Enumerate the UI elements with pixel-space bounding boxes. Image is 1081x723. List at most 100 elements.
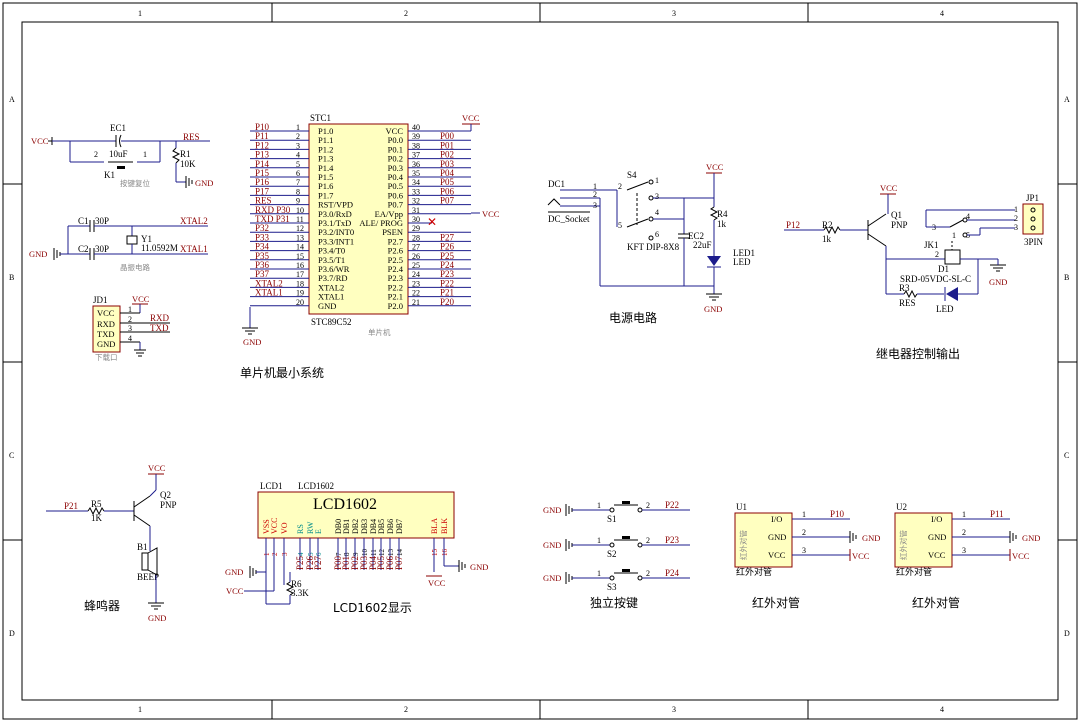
mcu-left-pin-name: XTAL1 bbox=[318, 292, 344, 302]
r5-ref: R5 bbox=[91, 499, 102, 509]
zone-row-d-right: D bbox=[1064, 629, 1070, 638]
mcu-left-pin-num: 3 bbox=[296, 141, 300, 150]
lcd-pin-name: VCC bbox=[270, 518, 279, 534]
u2-num-2: 2 bbox=[962, 528, 966, 537]
crystal-circuit: GND C1 30P C2 30P Y1 11.0592M XTAL2 XTAL… bbox=[29, 216, 208, 272]
jd1-net-rxd: RXD bbox=[150, 313, 170, 323]
lcd-pin-num: 8 bbox=[343, 552, 351, 556]
lcd-pin-num: 7 bbox=[335, 552, 343, 556]
mcu-left-pin-name: P3.7/RD bbox=[318, 273, 348, 283]
dc1-part: DC_Socket bbox=[548, 214, 590, 224]
lcd-pin-num: 1 bbox=[263, 552, 271, 556]
relay-net-p12: P12 bbox=[786, 220, 800, 230]
mcu-left-pin-name: P3.6/WR bbox=[318, 264, 350, 274]
mcu-right-pin-num: 25 bbox=[412, 261, 420, 270]
zone-col-3-bottom: 3 bbox=[672, 705, 676, 714]
lcd-gnd-right-label: GND bbox=[470, 562, 488, 572]
dc1-pin2: 2 bbox=[593, 190, 597, 199]
mcu-left-pin-net: P15 bbox=[255, 168, 270, 178]
r4-ref: R4 bbox=[717, 209, 728, 219]
lcd-pin-net: P00 bbox=[333, 555, 343, 570]
mcu-left-pin-net: P10 bbox=[255, 122, 270, 132]
mcu-right-pin-num: 30 bbox=[412, 215, 420, 224]
jp1-pin2: 2 bbox=[1014, 214, 1018, 223]
mcu-right-pin-net: P03 bbox=[440, 159, 455, 169]
lcd-ref: LCD1 bbox=[260, 481, 283, 491]
zone-col-1-bottom: 1 bbox=[138, 705, 142, 714]
q1-value: PNP bbox=[891, 220, 908, 230]
mcu-left-pin-num: 19 bbox=[296, 289, 304, 298]
u1-pin-vcc: VCC bbox=[768, 550, 786, 560]
mcu-right-pin-name: P2.0 bbox=[388, 301, 403, 311]
lcd-pin-num: 5 bbox=[307, 552, 315, 556]
y1-ref: Y1 bbox=[141, 234, 152, 244]
relay-vcc-label: VCC bbox=[880, 183, 898, 193]
keys-caption: 独立按键 bbox=[590, 595, 638, 610]
u2-pin-vcc: VCC bbox=[928, 550, 946, 560]
mcu-right-pin-name: P2.1 bbox=[388, 292, 403, 302]
mcu-ref: STC1 bbox=[310, 113, 331, 123]
mcu-left-pin-num: 15 bbox=[296, 252, 304, 261]
mcu-right-pin-name: EA/Vpp bbox=[375, 209, 403, 219]
r1-ref: R1 bbox=[180, 149, 191, 159]
lcd-pin-name: DB6 bbox=[386, 519, 395, 534]
mcu-left-pin-num: 12 bbox=[296, 224, 304, 233]
mcu-right-pin-net: P00 bbox=[440, 131, 455, 141]
u2-body: 红外对管 bbox=[898, 530, 908, 560]
u2-num-3: 3 bbox=[962, 546, 966, 555]
lcd-pin-name: DB2 bbox=[351, 519, 360, 534]
r2-ref: R2 bbox=[822, 220, 833, 230]
mcu-right-pin-net: P22 bbox=[440, 278, 454, 288]
key-net: P23 bbox=[665, 535, 680, 545]
lcd-pin-num: 4 bbox=[297, 552, 305, 556]
s4-pin1: 1 bbox=[655, 176, 659, 185]
mcu-left-pin-num: 17 bbox=[296, 270, 304, 279]
u1-pin-gnd: GND bbox=[768, 532, 786, 542]
mcu-left-pin-net: TXD P31 bbox=[255, 214, 290, 224]
mcu-right-pin-net: P04 bbox=[440, 168, 455, 178]
mcu-left-pin-num: 1 bbox=[296, 123, 300, 132]
mcu-left-pin-net: P36 bbox=[255, 260, 270, 270]
lcd-pin-num: 6 bbox=[315, 552, 323, 556]
r3-ref: R3 bbox=[899, 283, 910, 293]
s4-part: KFT DIP-8X8 bbox=[627, 242, 680, 252]
lcd-pin-name: DB7 bbox=[395, 519, 404, 534]
lcd-pin-name: BLK bbox=[440, 518, 449, 534]
d1-ref: D1 bbox=[938, 264, 949, 274]
zone-row-d-left: D bbox=[9, 629, 15, 638]
relay-gnd-label: GND bbox=[989, 277, 1007, 287]
zone-col-2-bottom: 2 bbox=[404, 705, 408, 714]
key-net: P22 bbox=[665, 500, 679, 510]
ec2-ref: EC2 bbox=[688, 231, 704, 241]
mcu-left-pin-num: 9 bbox=[296, 197, 300, 206]
lcd-pin-name: DB4 bbox=[369, 519, 378, 534]
lcd-pin-name: VO bbox=[280, 522, 289, 534]
mcu-right-pin-name: PSEN bbox=[382, 227, 403, 237]
jk1-pin2: 2 bbox=[935, 250, 939, 259]
lcd-pin-num: 13 bbox=[387, 549, 395, 557]
zone-row-a-right: A bbox=[1064, 95, 1070, 104]
crystal-gnd-label: GND bbox=[29, 249, 47, 259]
crystal-subtitle: 晶振电路 bbox=[120, 262, 150, 272]
lcd-pin-net: P25 bbox=[295, 555, 305, 570]
mcu-right-pin-net: P23 bbox=[440, 269, 455, 279]
zone-col-3-top: 3 bbox=[672, 9, 676, 18]
mcu-label: 单片机 bbox=[368, 327, 391, 337]
mcu-left-pin-name: P3.3/INT1 bbox=[318, 236, 354, 246]
u1-net: P10 bbox=[830, 509, 845, 519]
mcu-left-pin-net: P33 bbox=[255, 232, 270, 242]
mcu-right-pin-net: P06 bbox=[440, 186, 455, 196]
key-gnd-label: GND bbox=[543, 505, 561, 515]
lcd-pin-num: 14 bbox=[396, 549, 404, 557]
mcu-left-pin-name: GND bbox=[318, 301, 336, 311]
u2-ref: U2 bbox=[896, 502, 907, 512]
c2-value: 30P bbox=[95, 244, 109, 254]
zone-col-4-top: 4 bbox=[940, 9, 944, 18]
mcu-left-pin-num: 2 bbox=[296, 132, 300, 141]
key-net: P24 bbox=[665, 568, 680, 578]
no-connect-mark: ✕ bbox=[427, 215, 437, 229]
zone-row-c-right: C bbox=[1064, 451, 1069, 460]
lcd-pin-net: P26 bbox=[305, 555, 315, 570]
mcu-right-pin-num: 21 bbox=[412, 298, 420, 307]
lcd-pin-name: E bbox=[314, 529, 323, 534]
